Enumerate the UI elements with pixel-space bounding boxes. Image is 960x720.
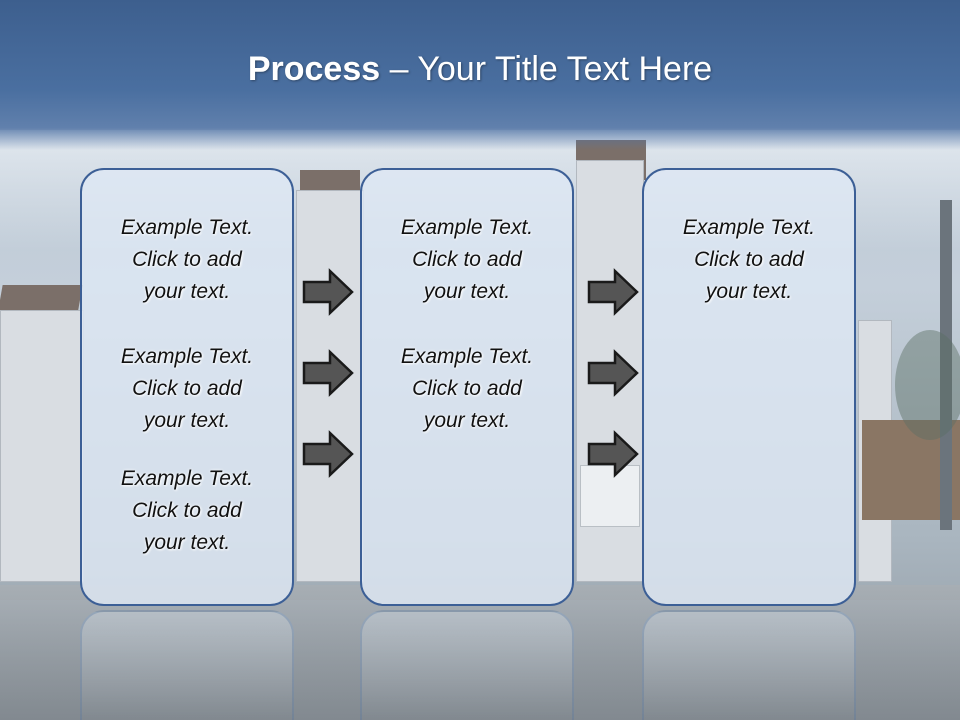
- tree-right: [895, 330, 960, 440]
- right-arrow-icon[interactable]: [302, 430, 354, 478]
- title-rest: – Your Title Text Here: [380, 50, 713, 88]
- panel-reflection-1: [80, 610, 294, 720]
- text-line: Click to add: [412, 248, 522, 271]
- text-block[interactable]: Example Text. Click to add your text.: [82, 463, 292, 559]
- text-block[interactable]: Example Text. Click to add your text.: [82, 341, 292, 437]
- text-line: your text.: [143, 531, 231, 554]
- right-arrow-icon[interactable]: [302, 349, 354, 397]
- text-block[interactable]: Example Text. Click to add your text.: [82, 212, 292, 308]
- right-arrow-icon[interactable]: [302, 268, 354, 316]
- right-arrow-icon[interactable]: [587, 268, 639, 316]
- process-panel-3[interactable]: Example Text. Click to add your text.: [642, 168, 856, 606]
- text-line: your text.: [143, 280, 231, 303]
- reflection-shade: [0, 600, 960, 720]
- text-block[interactable]: Example Text. Click to add your text.: [644, 212, 854, 308]
- text-line: Click to add: [412, 377, 522, 400]
- text-line: Click to add: [694, 248, 804, 271]
- text-line: Click to add: [132, 499, 242, 522]
- slide-title[interactable]: Process – Your Title Text Here: [0, 50, 960, 89]
- text-line: Click to add: [132, 377, 242, 400]
- text-line: Example Text.: [120, 467, 254, 490]
- street: [0, 585, 960, 720]
- right-arrow-icon[interactable]: [587, 349, 639, 397]
- text-block[interactable]: Example Text. Click to add your text.: [362, 212, 572, 308]
- text-line: your text.: [705, 280, 793, 303]
- house-left: [0, 310, 84, 582]
- text-line: Example Text.: [120, 345, 254, 368]
- text-line: your text.: [423, 280, 511, 303]
- street-lamp: [940, 200, 952, 530]
- title-bold: Process: [247, 50, 381, 88]
- text-line: Click to add: [132, 248, 242, 271]
- header-band: [0, 0, 960, 150]
- text-line: your text.: [423, 409, 511, 432]
- text-line: Example Text.: [400, 216, 534, 239]
- text-line: your text.: [143, 409, 231, 432]
- right-arrow-icon[interactable]: [587, 430, 639, 478]
- process-panel-1[interactable]: Example Text. Click to add your text. Ex…: [80, 168, 294, 606]
- process-panel-2[interactable]: Example Text. Click to add your text. Ex…: [360, 168, 574, 606]
- text-block[interactable]: Example Text. Click to add your text.: [362, 341, 572, 437]
- garage-door: [580, 465, 640, 527]
- text-line: Example Text.: [682, 216, 816, 239]
- text-line: Example Text.: [120, 216, 254, 239]
- panel-reflection-2: [360, 610, 574, 720]
- panel-reflection-3: [642, 610, 856, 720]
- text-line: Example Text.: [400, 345, 534, 368]
